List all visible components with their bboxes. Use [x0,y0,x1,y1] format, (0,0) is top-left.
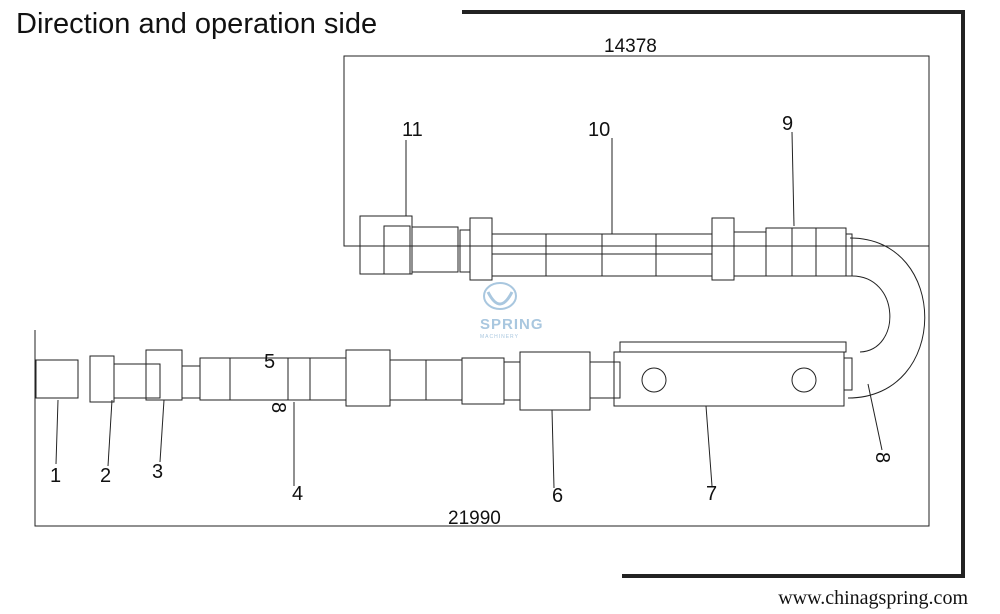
callout-8-lower: 8 [267,402,289,414]
page-title: Direction and operation side [16,8,378,40]
watermark-brand: SPRING [480,316,544,333]
callout-2: 2 [100,465,112,487]
leader-lines [55,131,883,489]
frame-top [462,10,965,578]
callout-7: 7 [706,483,718,505]
upper-line [359,215,853,281]
callout-4: 4 [292,483,304,505]
lower-boundary [34,246,930,527]
callout-8-right: 8 [871,452,893,464]
callout-10: 10 [588,119,611,141]
watermark-tagline: MACHINERY [480,334,519,340]
upper-boundary [343,55,930,247]
callout-11: 11 [402,119,423,141]
callout-5: 5 [264,351,276,373]
watermark-logo: SPRING MACHINERY [458,282,550,352]
callout-1: 1 [50,465,62,487]
turn-conveyor [847,237,926,399]
lower-line [35,341,853,411]
callout-6: 6 [552,485,564,507]
logo-icon [483,282,517,310]
callout-3: 3 [152,461,164,483]
dimension-width-lower: 21990 [448,508,501,529]
website-link[interactable]: www.chinagspring.com [778,587,968,609]
callout-9: 9 [782,113,794,135]
dimension-width-upper: 14378 [604,36,657,57]
